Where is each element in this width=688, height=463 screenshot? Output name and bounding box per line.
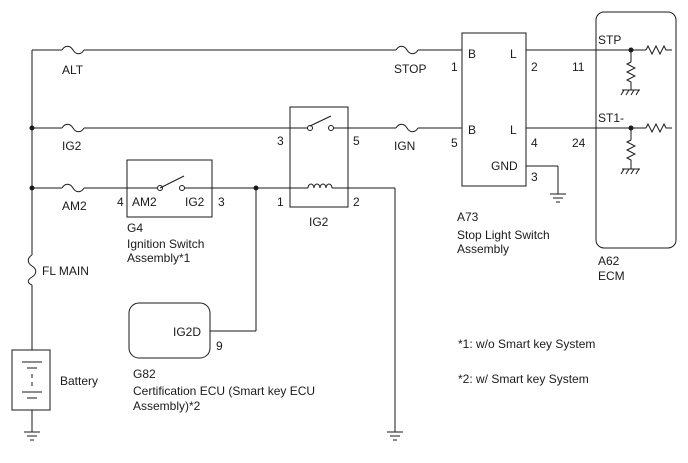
a73-name-1: Stop Light Switch [457,228,550,242]
cert-ecu-code: G82 [133,367,156,381]
ig2-fuse-label: IG2 [62,139,82,153]
ecm-name: ECM [598,269,625,283]
ignition-switch-code: G4 [127,221,143,235]
stop-fuse-label: STOP [394,62,426,76]
ign-fuse-label: IGN [394,139,415,153]
battery-box [11,349,51,411]
note-2: *2: w/ Smart key System [458,372,589,386]
ignition-switch-ig2-label: IG2 [185,195,205,209]
alt-fuse-label: ALT [62,63,84,77]
ecm-st1-resistor-icon [645,122,672,134]
switch-contact-right [179,185,185,191]
ign-fuse-icon [395,123,419,133]
a73-l1-label: L [510,47,517,61]
relay-coil-icon [307,183,333,189]
ecm-st1-label: ST1- [598,111,624,125]
battery-label: Battery [60,374,98,388]
ground-icon [24,431,40,441]
ig2-relay-label: IG2 [309,215,329,229]
alt-fuse-icon [61,45,85,55]
a73-name-2: Assembly [457,242,509,256]
ground-icon [620,89,640,96]
ig2-fuse-icon [61,123,85,133]
relay-pin-5: 5 [353,134,360,148]
fl-main-fuse-label: FL MAIN [42,264,89,278]
ecm-st1-pulldown-icon [625,139,637,169]
a73-gnd-label: GND [491,159,518,173]
ignition-switch-pin-in: 4 [117,195,124,209]
ground-icon [550,193,566,203]
am2-fuse-icon [61,183,85,193]
stop-light-switch-box [461,32,527,187]
ground-icon [620,168,640,175]
cert-ecu-pin-label: IG2D [173,325,201,339]
ecm-pin-24: 24 [572,136,586,150]
switch-blade-icon [159,175,185,189]
a73-pin-4: 4 [531,136,538,150]
a73-code: A73 [457,210,479,224]
ig2-relay-box [289,106,349,208]
ecm-pin-11: 11 [572,60,585,74]
fl-main-fuse-icon [27,254,37,286]
relay-contact-point-right [328,125,334,131]
a73-pin-3: 3 [531,170,538,184]
a73-pin-1: 1 [451,60,458,74]
ignition-switch-pin-out: 3 [218,195,225,209]
certification-ecu-box [128,302,211,359]
stop-fuse-icon [395,45,419,55]
relay-pin-3: 3 [277,134,284,148]
relay-pin-1: 1 [277,195,284,209]
ground-icon [387,431,403,441]
ecm-box [595,11,677,249]
am2-fuse-label: AM2 [62,199,87,213]
cert-ecu-pin-num: 9 [216,339,223,353]
ecm-stp-pulldown-icon [625,61,637,90]
ignition-switch-am2-label: AM2 [132,195,157,209]
ecm-stp-label: STP [598,33,621,47]
ignition-switch-name-2: Assembly*1 [127,251,191,265]
relay-pin-2: 2 [353,195,360,209]
cert-ecu-name-1: Certification ECU (Smart key ECU [133,384,315,398]
ecm-code: A62 [598,254,620,268]
a73-pin-5: 5 [451,136,458,150]
a73-b2-label: B [468,123,476,137]
relay-blade-icon [309,115,332,127]
ecm-stp-resistor-icon [645,44,672,56]
a73-b1-label: B [468,47,476,61]
a73-pin-2: 2 [531,60,538,74]
relay-contact-point-left [307,125,313,131]
cert-ecu-name-2: Assembly)*2 [133,399,201,413]
ignition-switch-name-1: Ignition Switch [127,237,204,251]
note-1: *1: w/o Smart key System [458,337,595,351]
a73-l2-label: L [510,123,517,137]
